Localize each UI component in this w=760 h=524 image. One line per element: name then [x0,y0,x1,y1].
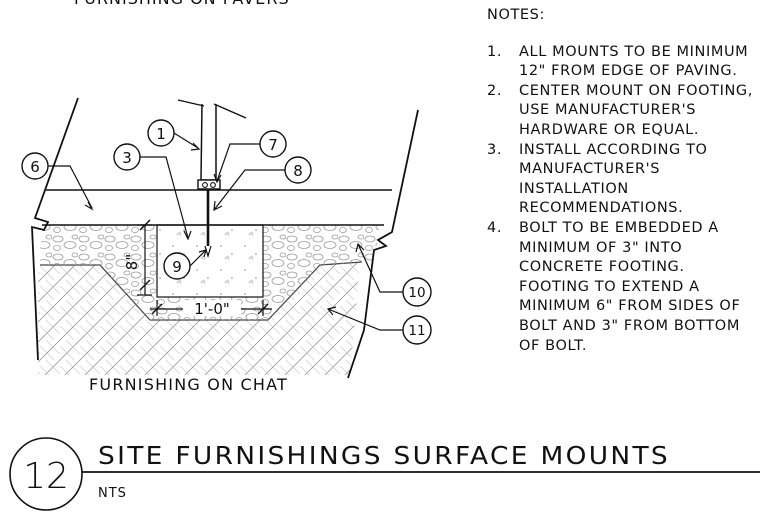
note-number: 4. [487,219,503,236]
note-item: 4. BOLT TO BE EMBEDDED A MINIMUM OF 3" I… [487,219,759,356]
callout-10: 10 [402,277,432,307]
footing-width-label: 1'-0" [194,300,230,318]
top-caption-partial: FURNISHING ON PAVERS [74,0,290,8]
svg-text:11: 11 [408,323,425,339]
detail-number: 12 [23,456,69,497]
notes-panel: NOTES: 1. ALL MOUNTS TO BE MINIMUM 12" F… [487,6,759,356]
svg-text:8: 8 [293,162,303,180]
left-break-line [31,97,79,361]
detail-number-circle [9,437,83,511]
note-text: INSTALL ACCORDING TO MANUFACTURER'S INST… [519,141,708,217]
detail-scale: NTS [98,486,127,501]
note-number: 3. [487,141,503,158]
note-text: CENTER MOUNT ON FOOTING, USE MANUFACTURE… [519,82,753,138]
depth-dimension: 8" [123,219,152,296]
width-dimension: 1'-0" [150,300,272,318]
furnishing-leg [200,103,217,181]
note-item: 3. INSTALL ACCORDING TO MANUFACTURER'S I… [487,141,759,219]
footing-depth-label: 8" [123,254,141,270]
detail-title: SITE FURNISHINGS SURFACE MOUNTS [98,441,670,470]
callout-6: 6 [21,152,49,180]
note-item: 1. ALL MOUNTS TO BE MINIMUM 12" FROM EDG… [487,43,759,82]
note-text: ALL MOUNTS TO BE MINIMUM 12" FROM EDGE O… [519,43,749,80]
svg-text:3: 3 [122,149,132,167]
right-break-line [347,109,419,379]
notes-title: NOTES: [487,7,545,23]
note-number: 1. [487,43,503,60]
note-item: 2. CENTER MOUNT ON FOOTING, USE MANUFACT… [487,82,759,141]
svg-text:9: 9 [172,258,182,276]
callout-7: 7 [259,130,287,158]
compacted-subgrade [38,262,360,375]
note-number: 2. [487,82,503,99]
note-text: BOLT TO BE EMBEDDED A MINIMUM OF 3" INTO… [519,219,741,354]
callout-9: 9 [163,252,191,280]
title-block: 12 SITE FURNISHINGS SURFACE MOUNTS NTS [9,437,760,511]
callout-8: 8 [284,156,312,184]
svg-text:7: 7 [268,136,278,154]
callout-11: 11 [402,315,432,345]
svg-text:1: 1 [156,125,166,143]
callout-1: 1 [147,119,175,147]
section-caption: FURNISHING ON CHAT [89,375,288,394]
callout-3: 3 [113,143,141,171]
svg-text:10: 10 [408,285,425,301]
svg-text:6: 6 [30,158,40,176]
